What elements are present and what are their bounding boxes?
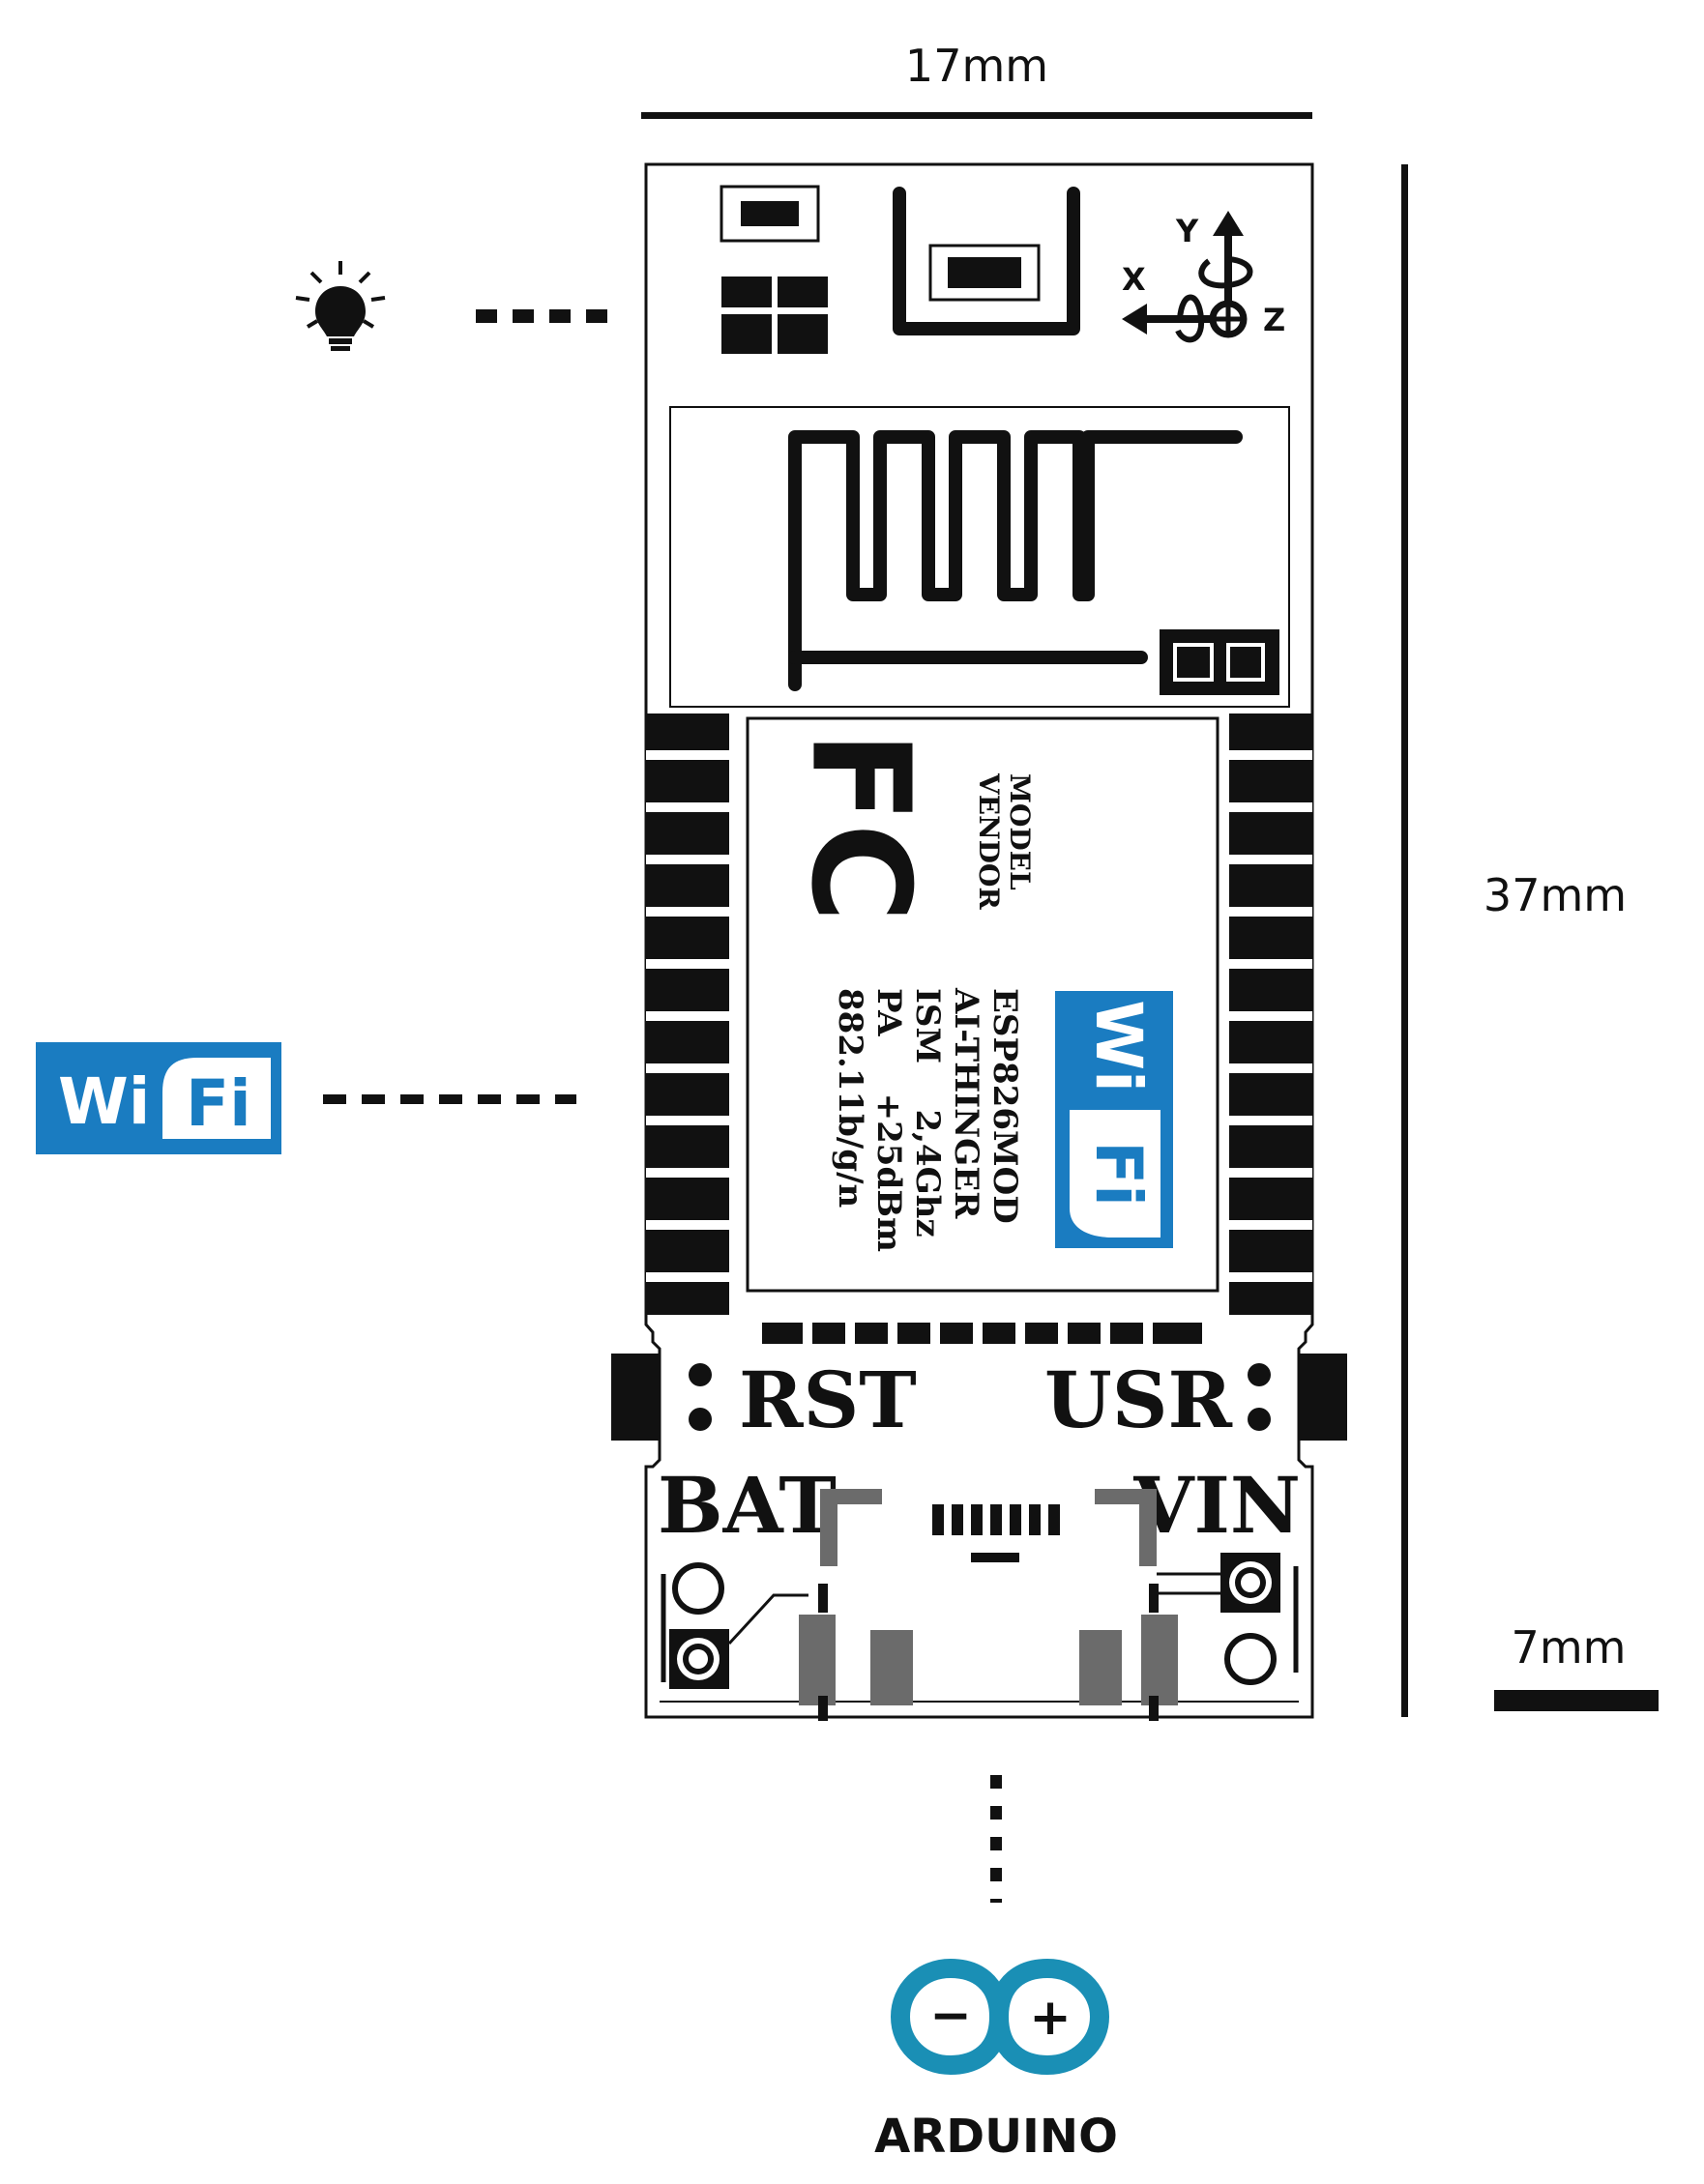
axis-x-label: X (1122, 261, 1146, 298)
spec-line: ESP826MOD (985, 988, 1024, 1224)
bat-connector (661, 1562, 808, 1689)
antenna-chip-component (1160, 629, 1279, 695)
pcb-antenna-trace (788, 430, 1243, 691)
led-component (720, 185, 828, 354)
vin-connector (1157, 1553, 1299, 1685)
module-wifi-wi-text: Wi (1081, 1000, 1156, 1092)
vendor-label: VENDOR (973, 772, 1005, 910)
spec-line: PA +25dBm (869, 988, 908, 1252)
usr-button-tab (1299, 1354, 1347, 1441)
usr-pad (1248, 1363, 1271, 1386)
module-wifi-logo-icon: Wi Fi (1055, 991, 1173, 1248)
user-button-component (893, 187, 1080, 335)
fcc-mark-icon: FC (780, 731, 938, 922)
wifi-logo-icon: Wi Fi (36, 1042, 281, 1154)
height-dimension-line (1401, 164, 1408, 1717)
wifi-wi-text: Wi (58, 1064, 150, 1139)
vin-label: VIN (1132, 1460, 1301, 1551)
spec-lines: ESP826MOD AI-THINGER ISM 2,4Ghz PA +25dB… (831, 987, 1024, 1252)
arduino-plus: + (1029, 1989, 1072, 2047)
width-dimension-label: 17mm (905, 40, 1048, 92)
model-label: MODEL (1004, 773, 1036, 890)
axis-z-label: Z (1263, 302, 1285, 338)
spec-line: ISM 2,4Ghz (908, 988, 947, 1238)
rst-pad (689, 1408, 712, 1431)
width-dimension-line (641, 112, 1312, 119)
arduino-text: ARDUINO (874, 2110, 1118, 2164)
arduino-minus: − (929, 1987, 972, 2045)
spec-line: AI-THINGER (947, 987, 985, 1219)
height-dimension-label: 37mm (1484, 869, 1627, 921)
scale-bar (1494, 1690, 1659, 1711)
right-pin-header (1229, 713, 1312, 1315)
spec-line: 882.11b/g/n (831, 988, 869, 1208)
bat-label: BAT (658, 1460, 837, 1551)
scale-label: 7mm (1512, 1621, 1627, 1674)
wifi-fi-text: Fi (186, 1066, 251, 1141)
fcc-mark-text: FC (780, 731, 938, 922)
micro-usb-connector (799, 1489, 1178, 1721)
xyz-axes-icon: Y X Z (1122, 211, 1285, 343)
rst-label: RST (739, 1354, 917, 1445)
usr-pad (1248, 1408, 1271, 1431)
module-wifi-fi-text: Fi (1081, 1141, 1156, 1207)
rst-pad (689, 1363, 712, 1386)
bottom-pin-row (762, 1323, 1202, 1344)
rst-button-tab (611, 1354, 660, 1441)
axis-y-label: Y (1175, 213, 1199, 249)
left-pin-header (646, 713, 729, 1315)
arduino-logo-icon: − + ARDUINO (874, 1958, 1118, 2164)
light-bulb-icon (295, 261, 386, 351)
usr-label: USR (1044, 1354, 1233, 1445)
